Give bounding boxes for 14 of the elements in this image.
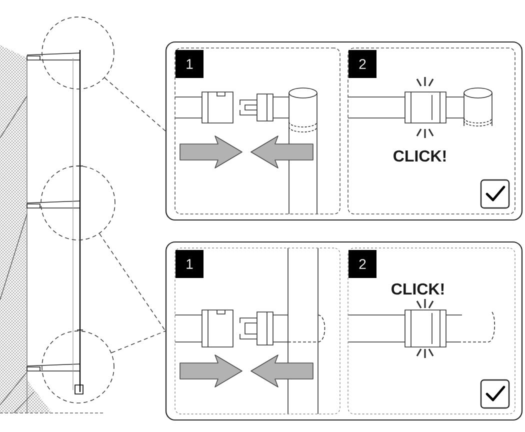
sound-label: CLICK!	[392, 283, 444, 295]
leader-line	[99, 233, 166, 332]
detail-circle	[42, 330, 114, 404]
leader-line	[104, 77, 166, 132]
detail-circle	[40, 166, 116, 240]
instruction-panel	[165, 41, 523, 221]
detail-circle	[42, 16, 114, 90]
step-number: 1	[176, 50, 204, 78]
step-number: 2	[348, 50, 376, 78]
instruction-panel	[165, 241, 523, 421]
step-number: 2	[348, 250, 376, 278]
step-number: 1	[176, 250, 204, 278]
sound-label: CLICK!	[394, 150, 446, 162]
leader-line	[111, 330, 166, 354]
